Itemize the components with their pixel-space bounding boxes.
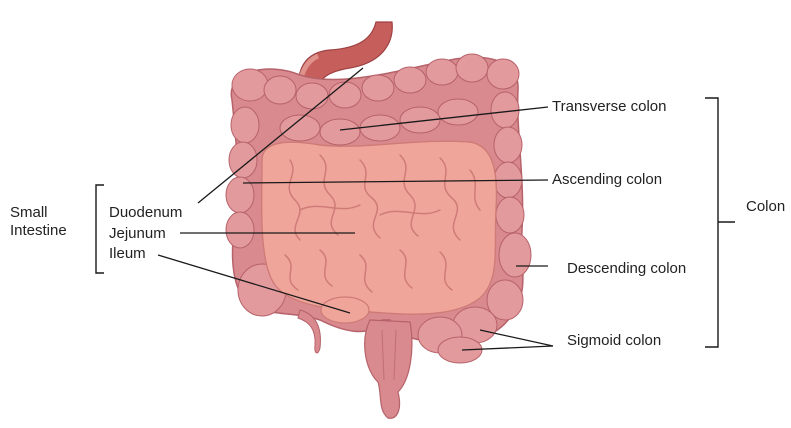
small-intestine-bracket xyxy=(96,185,104,273)
duodenum-label: Duodenum xyxy=(109,204,182,222)
colon-bracket xyxy=(705,98,718,347)
ileum-label: Ileum xyxy=(109,245,146,263)
colon-label: Colon xyxy=(746,198,785,216)
jejunum-label: Jejunum xyxy=(109,225,166,243)
ascending-colon-label: Ascending colon xyxy=(552,171,662,189)
transverse-colon-label: Transverse colon xyxy=(552,98,667,116)
descending-colon-label: Descending colon xyxy=(567,260,686,278)
small-intestine-shape xyxy=(262,141,497,323)
small-intestine-label-line1: Small xyxy=(10,204,48,222)
sigmoid-colon-label: Sigmoid colon xyxy=(567,332,661,350)
small-intestine-label-line2: Intestine xyxy=(10,222,67,240)
